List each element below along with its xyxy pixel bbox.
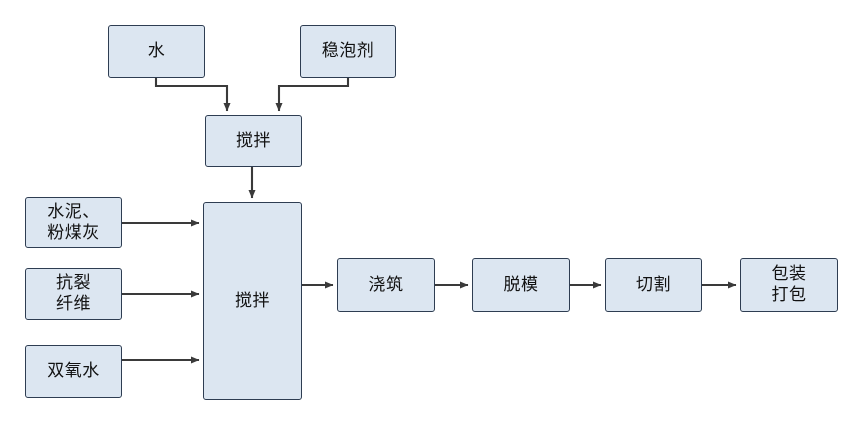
node-hydrogen-peroxide[interactable]: 双氧水 [25,345,122,398]
node-stabilizer[interactable]: 稳泡剂 [300,25,396,78]
edge-water-to-mix1 [154,78,231,112]
node-water[interactable]: 水 [108,25,205,78]
node-mix-stage-two[interactable]: 搅拌 [203,202,302,400]
node-anticrack-fiber[interactable]: 抗裂 纤维 [25,268,122,320]
node-packaging[interactable]: 包装 打包 [740,258,838,312]
node-cement-flyash[interactable]: 水泥、 粉煤灰 [25,197,122,248]
node-cutting[interactable]: 切割 [605,258,702,312]
node-demolding[interactable]: 脱模 [472,258,570,312]
node-mix-stage-one[interactable]: 搅拌 [205,115,302,167]
edge-stabilizer-to-mix1 [275,78,350,112]
node-casting[interactable]: 浇筑 [337,258,435,312]
